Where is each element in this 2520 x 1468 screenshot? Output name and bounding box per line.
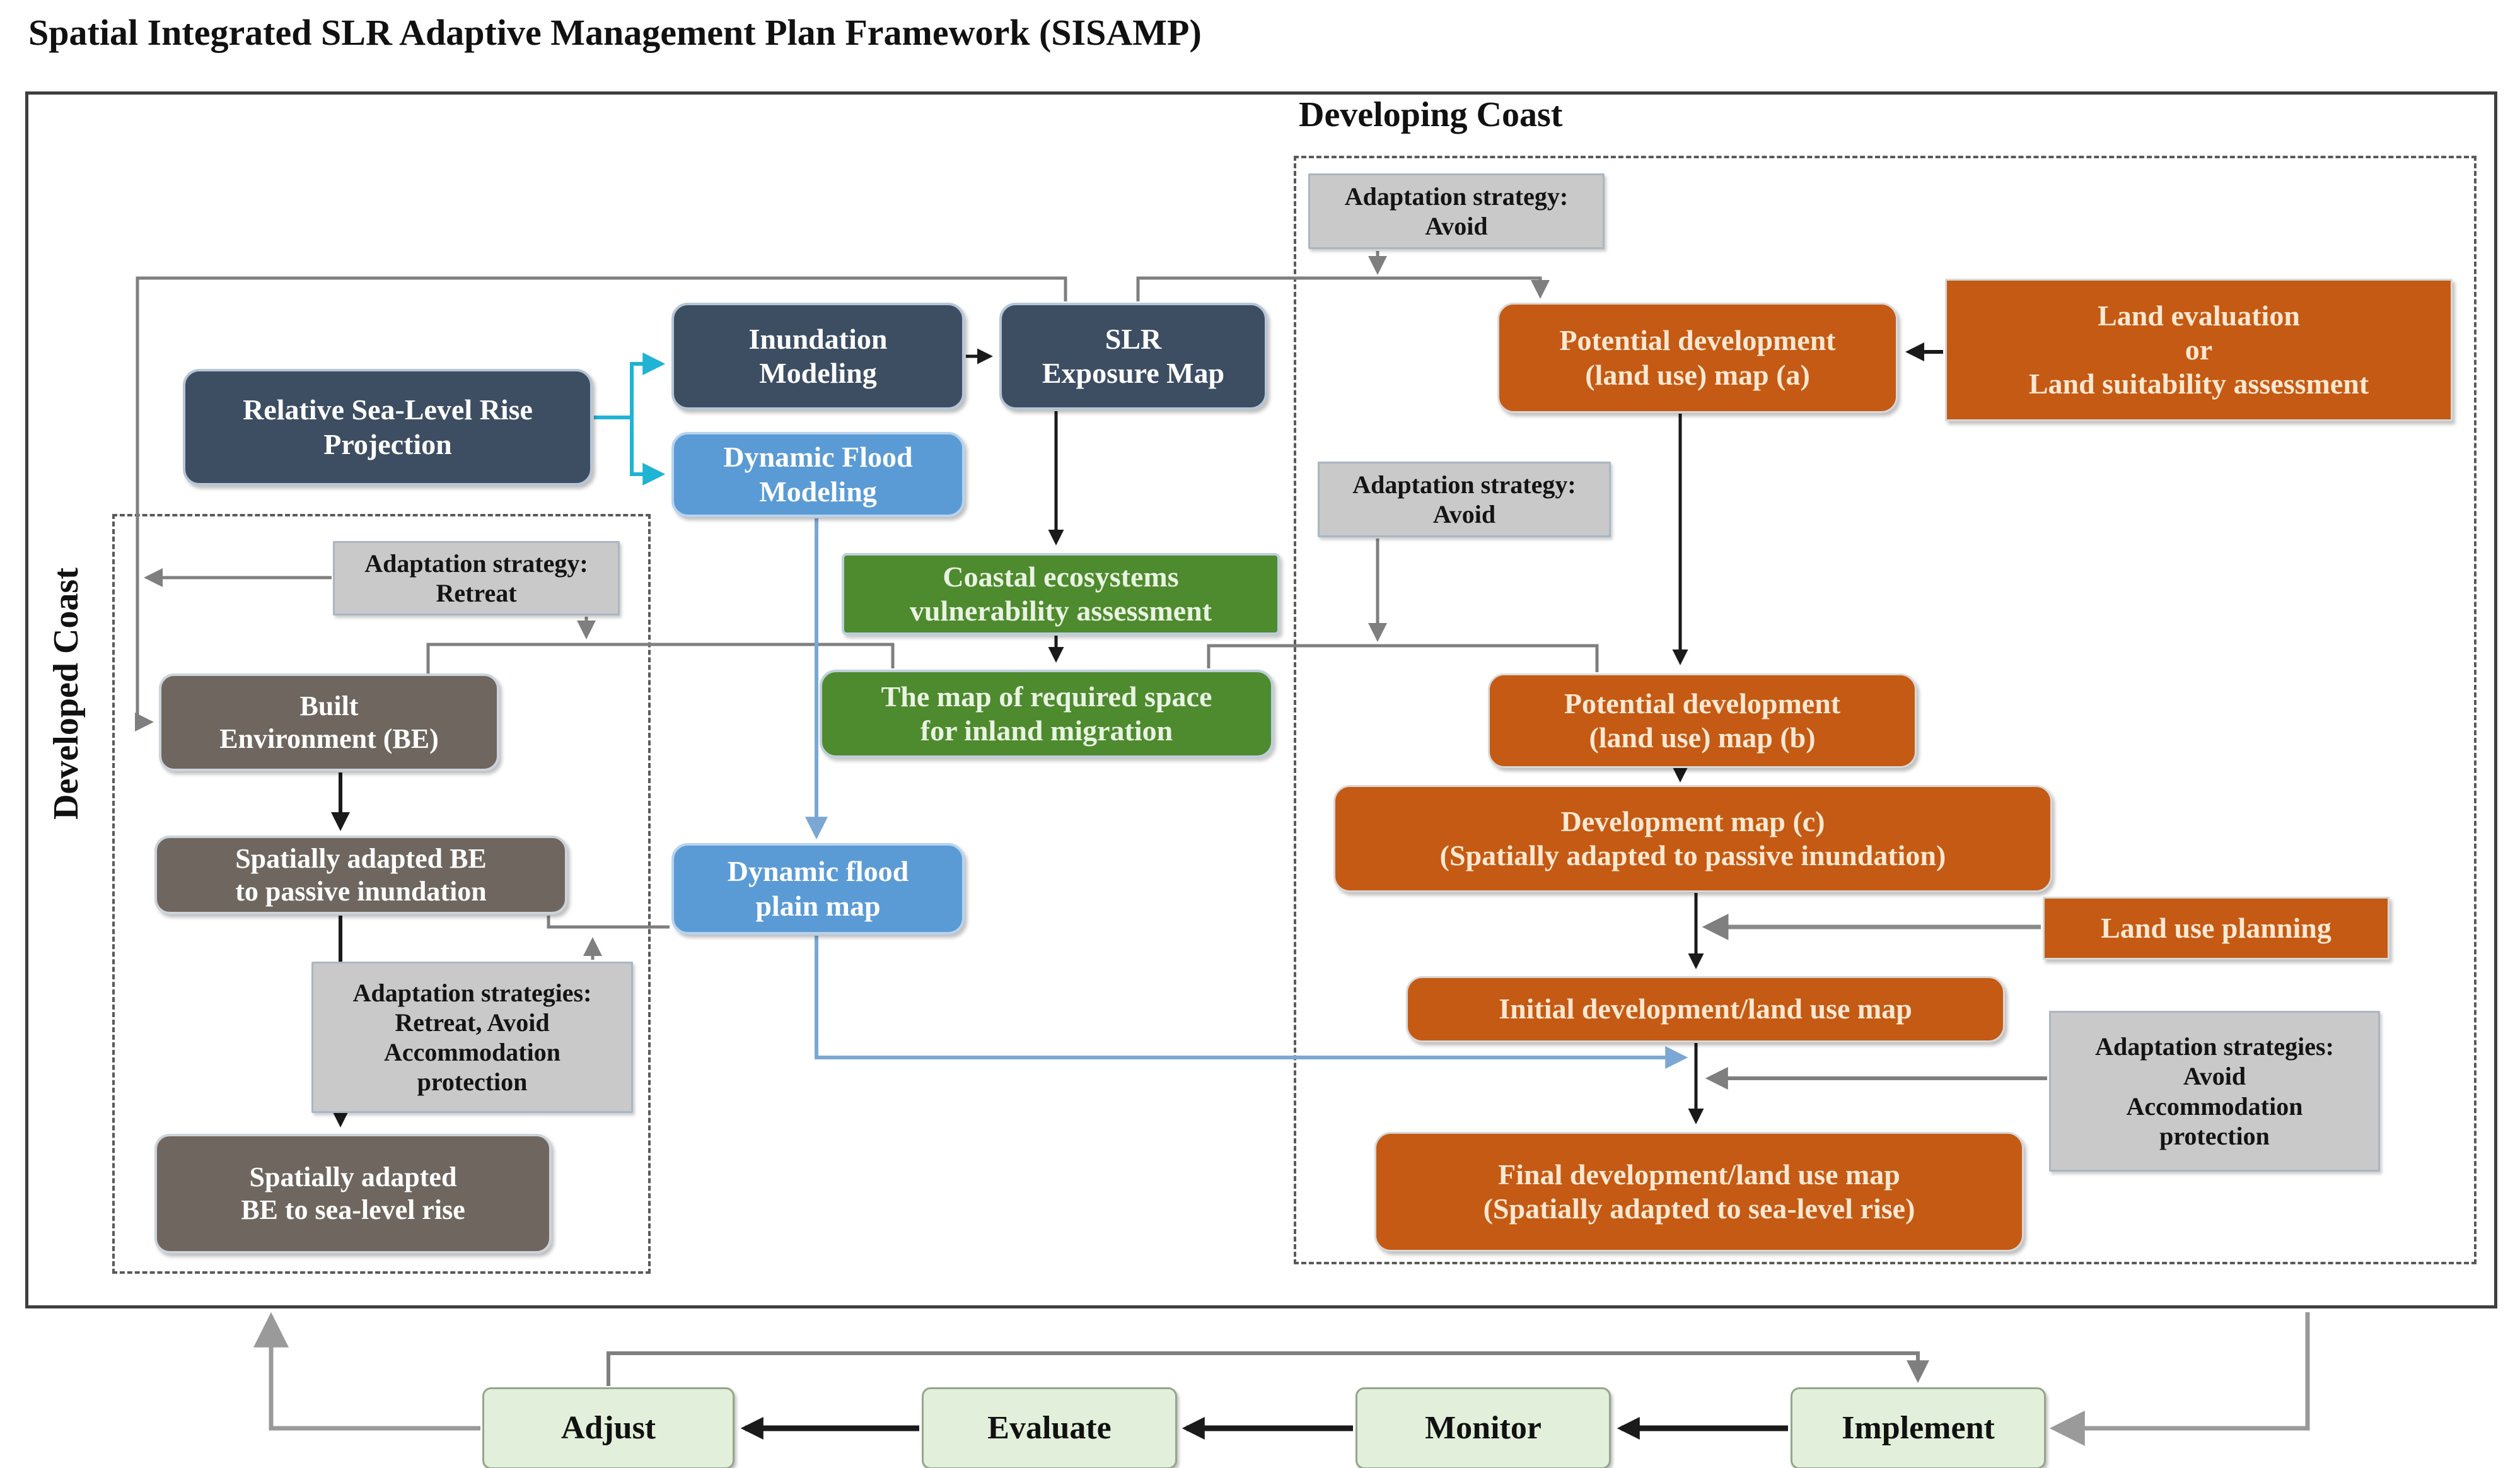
node-slr-exposure-map: SLR Exposure Map xyxy=(999,303,1267,410)
node-potential-development-map-a: Potential development (land use) map (a) xyxy=(1497,303,1898,413)
node-coastal-ecosystems-vulnerability: Coastal ecosystems vulnerability assessm… xyxy=(842,553,1280,635)
node-adaptation-strategy-retreat: Adaptation strategy: Retreat xyxy=(333,541,620,615)
node-dynamic-flood-modeling: Dynamic Flood Modeling xyxy=(671,432,965,517)
cycle-evaluate: Evaluate xyxy=(922,1387,1177,1468)
node-development-map-c: Development map (c) (Spatially adapted t… xyxy=(1333,785,2052,892)
cycle-implement: Implement xyxy=(1791,1387,2046,1468)
node-dynamic-flood-plain-map: Dynamic flood plain map xyxy=(671,843,965,935)
developing-coast-label: Developing Coast xyxy=(1299,95,1563,134)
node-inundation-modeling: Inundation Modeling xyxy=(671,303,965,410)
node-land-evaluation: Land evaluation or Land suitability asse… xyxy=(1945,279,2453,421)
node-land-use-planning: Land use planning xyxy=(2043,897,2389,960)
node-adaptation-strategies-left: Adaptation strategies: Retreat, Avoid Ac… xyxy=(311,962,633,1113)
developing-coast-region xyxy=(1294,156,2476,1264)
developed-coast-label: Developed Coast xyxy=(47,568,86,820)
diagram-title: Spatial Integrated SLR Adaptive Manageme… xyxy=(28,12,1202,53)
node-initial-development-map: Initial development/land use map xyxy=(1406,976,2005,1042)
node-adaptation-strategy-avoid-top: Adaptation strategy: Avoid xyxy=(1308,173,1605,249)
node-final-development-map: Final development/land use map (Spatiall… xyxy=(1374,1132,2024,1252)
node-spatially-adapted-be-slr: Spatially adapted BE to sea-level rise xyxy=(154,1134,552,1254)
node-adaptation-strategy-avoid-mid: Adaptation strategy: Avoid xyxy=(1318,462,1611,537)
node-adaptation-strategies-right: Adaptation strategies: Avoid Accommodati… xyxy=(2049,1011,2380,1172)
framework-outer-frame xyxy=(25,91,2497,1308)
node-potential-development-map-b: Potential development (land use) map (b) xyxy=(1488,673,1917,768)
cycle-adjust: Adjust xyxy=(482,1387,735,1468)
node-required-space-map: The map of required space for inland mig… xyxy=(820,670,1274,758)
node-built-environment: Built Environment (BE) xyxy=(159,673,499,771)
node-spatially-adapted-be-passive: Spatially adapted BE to passive inundati… xyxy=(154,836,567,914)
node-relative-slr-projection: Relative Sea-Level Rise Projection xyxy=(183,369,593,486)
cycle-monitor: Monitor xyxy=(1356,1387,1611,1468)
